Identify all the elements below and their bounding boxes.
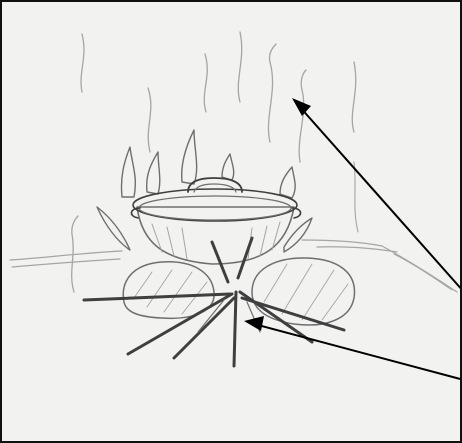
firewood-sticks	[84, 238, 344, 366]
pointer-arrows	[244, 98, 462, 380]
steam-pointer-arrow	[292, 98, 462, 292]
ground-lines	[10, 240, 457, 292]
fire-pointer-arrow	[244, 316, 462, 380]
flames	[97, 130, 312, 252]
